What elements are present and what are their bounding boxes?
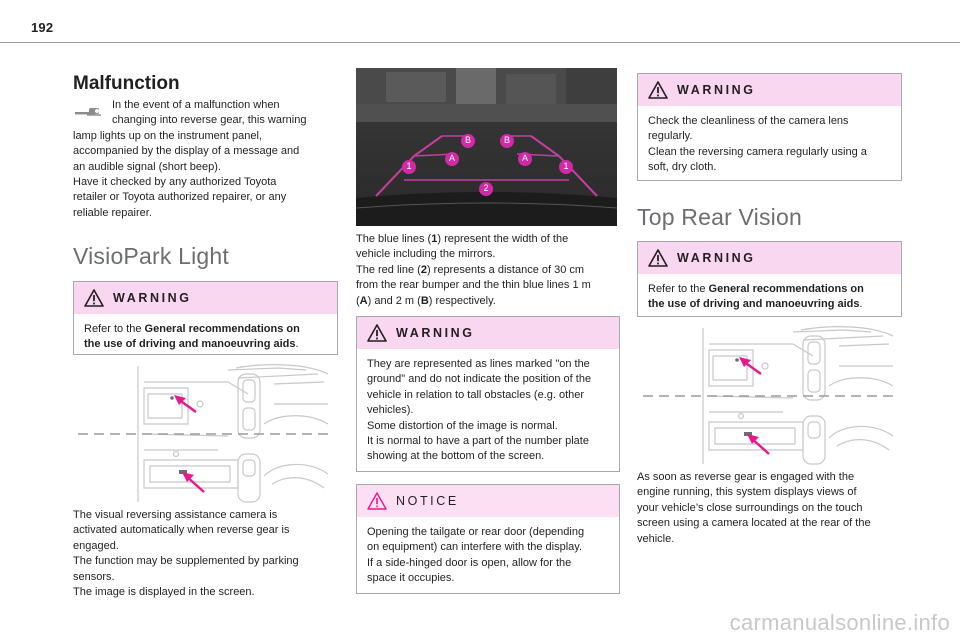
guide-lines-description: The blue lines (1) represent the width o…: [356, 233, 591, 307]
top-rear-vision-heading: Top Rear Vision: [637, 204, 802, 230]
malfunction-text: In the event of a malfunction when chang…: [73, 99, 307, 219]
warning-title: WARNING: [396, 326, 475, 340]
label-a-left: A: [448, 153, 455, 163]
warning-box-visiopark: WARNING Refer to the General recommendat…: [73, 281, 338, 355]
malfunction-heading: Malfunction: [73, 73, 180, 94]
warning-box-header: WARNING: [357, 317, 619, 349]
warning-box-header: WARNING: [638, 242, 901, 274]
reversing-camera-display-image: B B A A 1 1 2: [356, 68, 617, 226]
warning-text: Check the cleanliness of the camera lens…: [648, 115, 867, 174]
notice-triangle-icon: [367, 492, 387, 510]
top-rear-camera-location-illustration: [643, 326, 899, 466]
page-number: 192: [31, 20, 54, 35]
warning-title: WARNING: [113, 291, 192, 305]
warning-box-top-rear: WARNING Refer to the General recommendat…: [637, 241, 902, 317]
label-1-right: 1: [563, 161, 569, 171]
warning-box-cleaning: WARNING Check the cleanliness of the cam…: [637, 73, 902, 181]
notice-box-header: NOTICE: [357, 485, 619, 517]
label-2: 2: [483, 183, 489, 193]
warning-title: WARNING: [677, 251, 756, 265]
warning-triangle-icon: [648, 81, 668, 99]
warning-text: Refer to the General recommendations on …: [84, 323, 300, 351]
visual-assist-text: The visual reversing assistance camera i…: [73, 509, 299, 599]
warning-text: They are represented as lines marked "on…: [367, 358, 592, 463]
warning-triangle-icon: [367, 324, 387, 342]
notice-text: Opening the tailgate or rear door (depen…: [367, 526, 585, 585]
watermark-logo[interactable]: carmanualsonline.info: [729, 610, 950, 635]
notice-box: NOTICE Opening the tailgate or rear door…: [356, 484, 620, 594]
header-rule: [0, 42, 960, 43]
warning-title: WARNING: [677, 83, 756, 97]
label-b-right: B: [503, 135, 510, 145]
warning-box-header: WARNING: [74, 282, 337, 314]
label-b-left: B: [464, 135, 471, 145]
label-1-left: 1: [406, 161, 412, 171]
warning-text: Refer to the General recommendations on …: [648, 283, 864, 311]
reversing-camera-warning-lamp-icon: [73, 103, 103, 121]
notice-title: NOTICE: [396, 494, 459, 508]
warning-box-guide-lines: WARNING They are represented as lines ma…: [356, 316, 620, 472]
rear-camera-location-illustration: [78, 364, 334, 504]
top-rear-vision-text: As soon as reverse gear is engaged with …: [637, 471, 871, 545]
warning-triangle-icon: [84, 289, 104, 307]
warning-triangle-icon: [648, 249, 668, 267]
warning-box-header: WARNING: [638, 74, 901, 106]
label-a-right: A: [521, 153, 528, 163]
visiopark-heading: VisioPark Light: [73, 243, 229, 269]
